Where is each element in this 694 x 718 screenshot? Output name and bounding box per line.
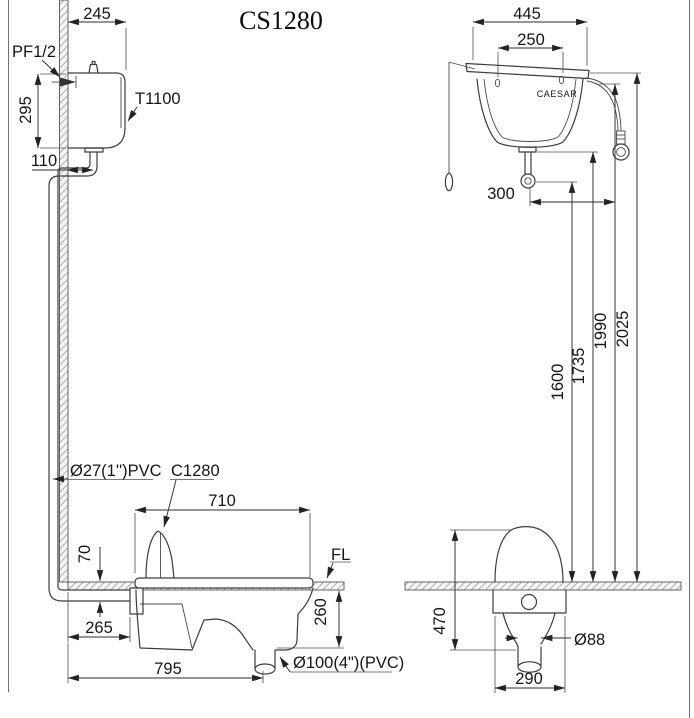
pan-dome — [494, 526, 564, 583]
dim-inlet-drop: 70 — [76, 545, 94, 563]
dim-300: 300 — [487, 185, 616, 206]
floor-level-label: FL — [331, 546, 350, 564]
dim-290: 290 — [494, 616, 566, 693]
dim-710: 710 — [134, 492, 311, 577]
dim-260: 260 — [277, 590, 344, 649]
pan-model-label: C1280 — [171, 462, 220, 480]
dim-spray-offset: 300 — [487, 185, 515, 203]
cistern-side-view — [52, 60, 126, 153]
dim-470: 470 — [431, 529, 516, 651]
tank-model-label: T1100 — [135, 90, 181, 108]
pan-rim — [134, 577, 314, 589]
outlet-pipe-end — [517, 661, 542, 673]
dim-110: 110 — [31, 152, 94, 174]
cistern-front-view: CAESAR — [444, 61, 630, 192]
water-inlet-fitting — [52, 76, 77, 88]
label-fl: FL — [326, 546, 351, 579]
dim-265: 265 — [67, 592, 131, 642]
dim-295: 295 — [17, 73, 66, 149]
dim-hole-spacing: 250 — [517, 31, 545, 49]
dim-o88: Ø88 — [505, 631, 605, 649]
chain-handle — [444, 172, 454, 192]
dim-spray-height: 1600 — [549, 364, 567, 401]
pan-base-hole — [520, 593, 538, 611]
pull-chain — [444, 61, 476, 192]
sheet-border — [8, 0, 690, 718]
dim-250: 250 — [497, 31, 564, 77]
pan-outlet-pipe — [254, 649, 276, 675]
dim-795: 795 — [67, 643, 264, 683]
dim-inlet-offset: 265 — [85, 619, 113, 637]
dim-hose-height: 1990 — [592, 313, 610, 350]
dim-245: 245 — [67, 5, 127, 70]
bolt-hole-right — [558, 75, 565, 85]
squat-pan-front-view — [492, 526, 567, 673]
drawing-title: CS1280 — [239, 6, 323, 35]
dim-pan-depth: 470 — [431, 607, 449, 635]
dim-trap-depth: 260 — [312, 598, 330, 626]
label-pvc-pipe: Ø27(1'')PVC — [52, 462, 162, 483]
dim-pan-width: 290 — [515, 670, 543, 688]
squat-pan-side-view — [134, 530, 314, 675]
label-outlet-pvc: Ø100(4")(PVC) — [279, 654, 404, 673]
brand-mark: CAESAR — [537, 89, 578, 99]
pan-hood — [145, 530, 175, 579]
floor-section-right — [404, 581, 682, 591]
dim-overall-length: 795 — [154, 660, 182, 678]
dim-tank-bottom-height: 1735 — [570, 348, 588, 385]
inlet-label: PF1/2 — [12, 43, 56, 61]
dim-tank-width-front: 445 — [513, 5, 541, 23]
flush-valve-front — [518, 146, 537, 189]
outlet-size-label: Ø100(4")(PVC) — [293, 654, 404, 672]
pan-base-front — [492, 589, 567, 614]
bolt-hole-left — [494, 78, 501, 88]
label-c1280: C1280 — [163, 462, 220, 528]
spray-hose — [584, 77, 630, 161]
dim-outlet-dia: Ø88 — [574, 631, 605, 649]
label-pf12: PF1/2 — [12, 43, 61, 78]
dim-tank-top-height: 2025 — [614, 311, 632, 348]
dim-70: 70 — [76, 545, 104, 617]
cistern-lid — [465, 62, 590, 80]
wall-section — [59, 0, 69, 583]
dim-tank-height-side: 295 — [17, 96, 35, 124]
dim-445: 445 — [472, 5, 588, 66]
dim-tank-width-side: 245 — [83, 5, 111, 23]
flush-valve-flange — [84, 147, 104, 153]
pipe-size-label: Ø27(1'')PVC — [70, 462, 162, 480]
cistern-lid-knob — [88, 60, 99, 74]
dim-pan-top-length: 710 — [208, 492, 236, 510]
height-dimensions: 1600 1735 1990 2025 — [536, 72, 641, 583]
label-t1100: T1100 — [127, 90, 181, 122]
dim-pipe-offset: 110 — [31, 152, 57, 170]
